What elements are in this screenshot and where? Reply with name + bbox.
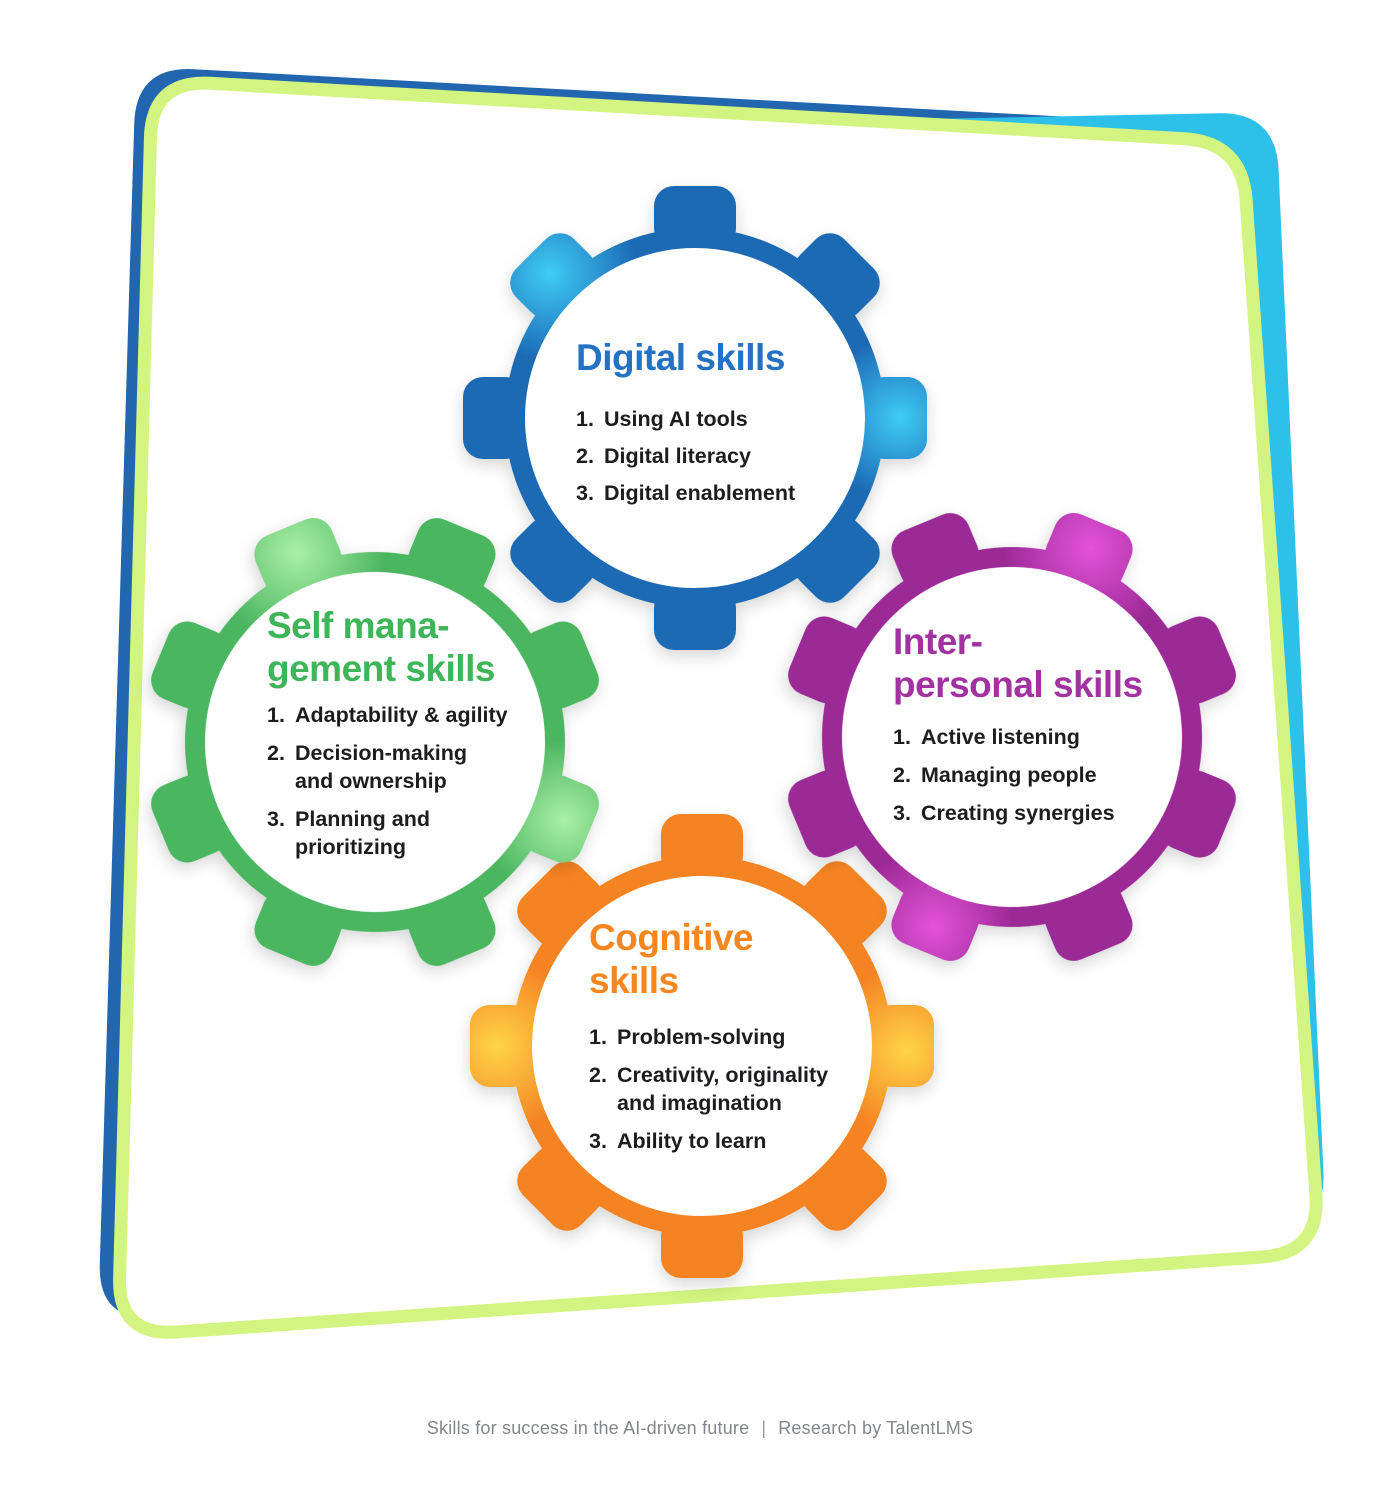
list-item: 2. Managing people (893, 761, 1193, 789)
list-text: Problem-solving (617, 1024, 786, 1049)
self-management-skills-list: 1. Adaptability & agility 2. Decision-ma… (267, 701, 567, 861)
list-item: 1. Active listening (893, 723, 1193, 751)
list-text: Ability to learn (617, 1128, 767, 1153)
list-item: 3. Digital enablement (576, 479, 861, 507)
footer-credit: Research by TalentLMS (778, 1418, 974, 1438)
list-item: 3. Planning and prioritizing (267, 805, 567, 861)
list-text: Digital enablement (604, 481, 796, 506)
list-text: Creativity, originality and imagination (617, 1062, 829, 1115)
cognitive-skills-title: Cognitive skills (589, 917, 754, 1002)
list-number: 2. (589, 1062, 607, 1087)
list-item: 1. Adaptability & agility (267, 701, 567, 729)
list-item: 1. Problem-solving (589, 1023, 904, 1051)
list-number: 1. (893, 724, 911, 749)
list-number: 1. (267, 702, 285, 727)
list-text: Using AI tools (604, 407, 748, 432)
list-text: Managing people (921, 762, 1097, 787)
panel-interpersonal-skills: Inter- personal skills 1. Active listeni… (893, 620, 1193, 837)
interpersonal-skills-list: 1. Active listening 2. Managing people 3… (893, 723, 1193, 827)
list-number: 1. (589, 1024, 607, 1049)
list-item: 1. Using AI tools (576, 405, 861, 433)
gear-digital-skills-icon (462, 185, 982, 650)
list-item: 3. Ability to learn (589, 1127, 904, 1155)
self-management-skills-title: Self mana- gement skills (267, 605, 495, 690)
gear-self-management-skills-icon (71, 438, 679, 1046)
list-text: Digital literacy (604, 444, 751, 469)
list-number: 2. (576, 444, 594, 469)
list-number: 2. (893, 762, 911, 787)
gear-cognitive-skills-icon (409, 814, 992, 1278)
list-number: 3. (589, 1128, 607, 1153)
panel-digital-skills: Digital skills 1. Using AI tools 2. Digi… (576, 336, 861, 516)
footer-title: Skills for success in the AI-driven futu… (426, 1418, 750, 1438)
panel-self-management-skills: Self mana- gement skills 1. Adaptability… (267, 604, 567, 871)
list-number: 3. (893, 800, 911, 825)
list-number: 1. (576, 407, 594, 432)
list-item: 3. Creating synergies (893, 799, 1193, 827)
cognitive-skills-list: 1. Problem-solving 2. Creativity, origin… (589, 1023, 904, 1155)
list-item: 2. Decision-making and ownership (267, 739, 567, 795)
gear-interpersonal-skills-icon (708, 433, 1316, 1041)
list-text: Adaptability & agility (295, 702, 508, 727)
footer-caption: Skills for success in the AI-driven futu… (0, 1418, 1400, 1439)
list-number: 3. (576, 481, 594, 506)
list-number: 3. (267, 806, 285, 831)
list-text: Active listening (921, 724, 1080, 749)
list-text: Planning and prioritizing (295, 806, 430, 859)
list-text: Creating synergies (921, 800, 1115, 825)
list-number: 2. (267, 740, 285, 765)
list-text: Decision-making and ownership (295, 740, 468, 793)
list-item: 2. Creativity, originality and imaginati… (589, 1061, 904, 1117)
list-item: 2. Digital literacy (576, 442, 861, 470)
digital-skills-list: 1. Using AI tools 2. Digital literacy 3.… (576, 405, 861, 507)
digital-skills-title: Digital skills (576, 337, 785, 378)
footer-separator: | (761, 1418, 767, 1438)
interpersonal-skills-title: Inter- personal skills (893, 621, 1143, 706)
panel-cognitive-skills: Cognitive skills 1. Problem-solving 2. C… (589, 916, 904, 1165)
